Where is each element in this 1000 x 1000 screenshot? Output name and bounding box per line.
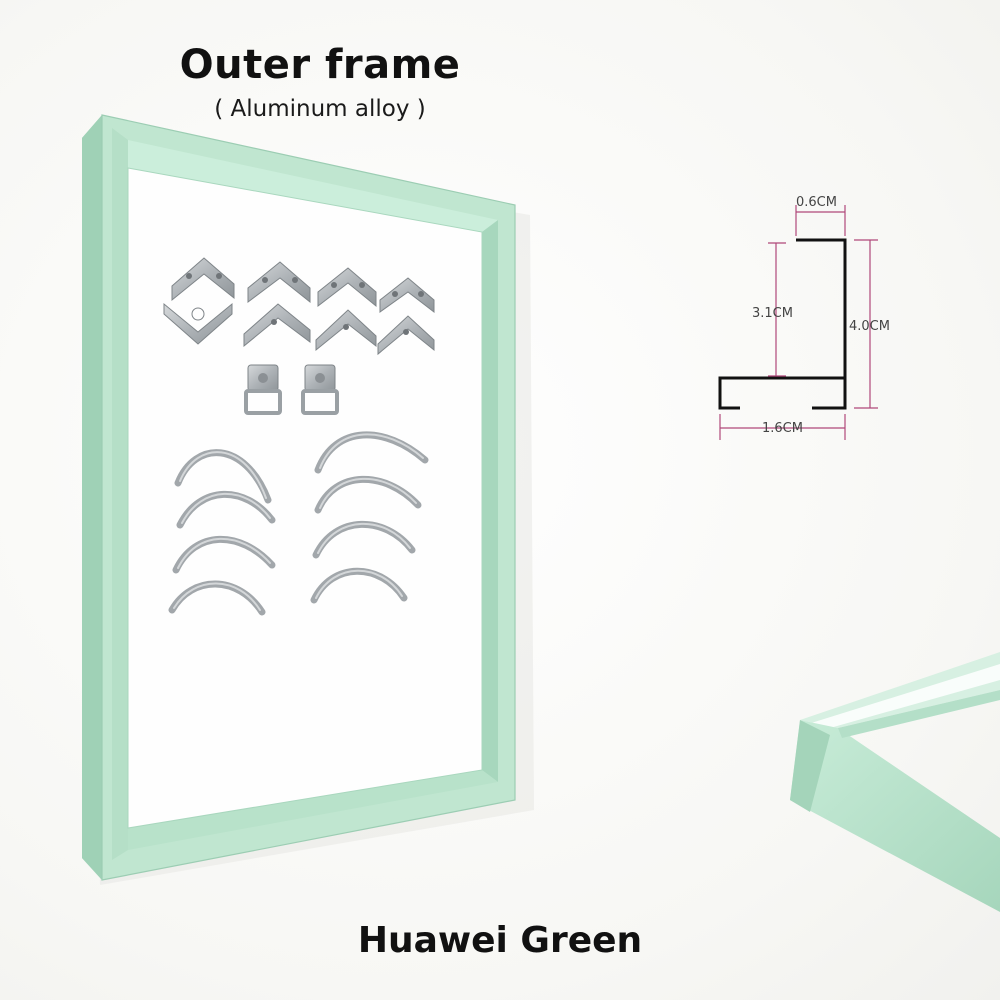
profile-cross-section: 0.6CM 3.1CM 4.0CM 1.6CM (718, 195, 890, 440)
spring-clips-highlight (173, 433, 424, 611)
dim-inner-height: 3.1CM (752, 306, 793, 321)
hanging-hooks (244, 364, 339, 415)
page-title: Outer frame (179, 42, 461, 88)
corner-brackets (163, 257, 435, 356)
page-subtitle: ( Aluminum alloy ) (214, 96, 426, 122)
dim-top-width: 0.6CM (796, 195, 837, 210)
color-name: Huawei Green (357, 920, 643, 961)
dim-total-height: 4.0CM (849, 319, 890, 334)
frame-corner-detail (790, 652, 1000, 912)
dim-bottom-width: 1.6CM (762, 421, 803, 436)
aluminum-frame (82, 114, 534, 885)
